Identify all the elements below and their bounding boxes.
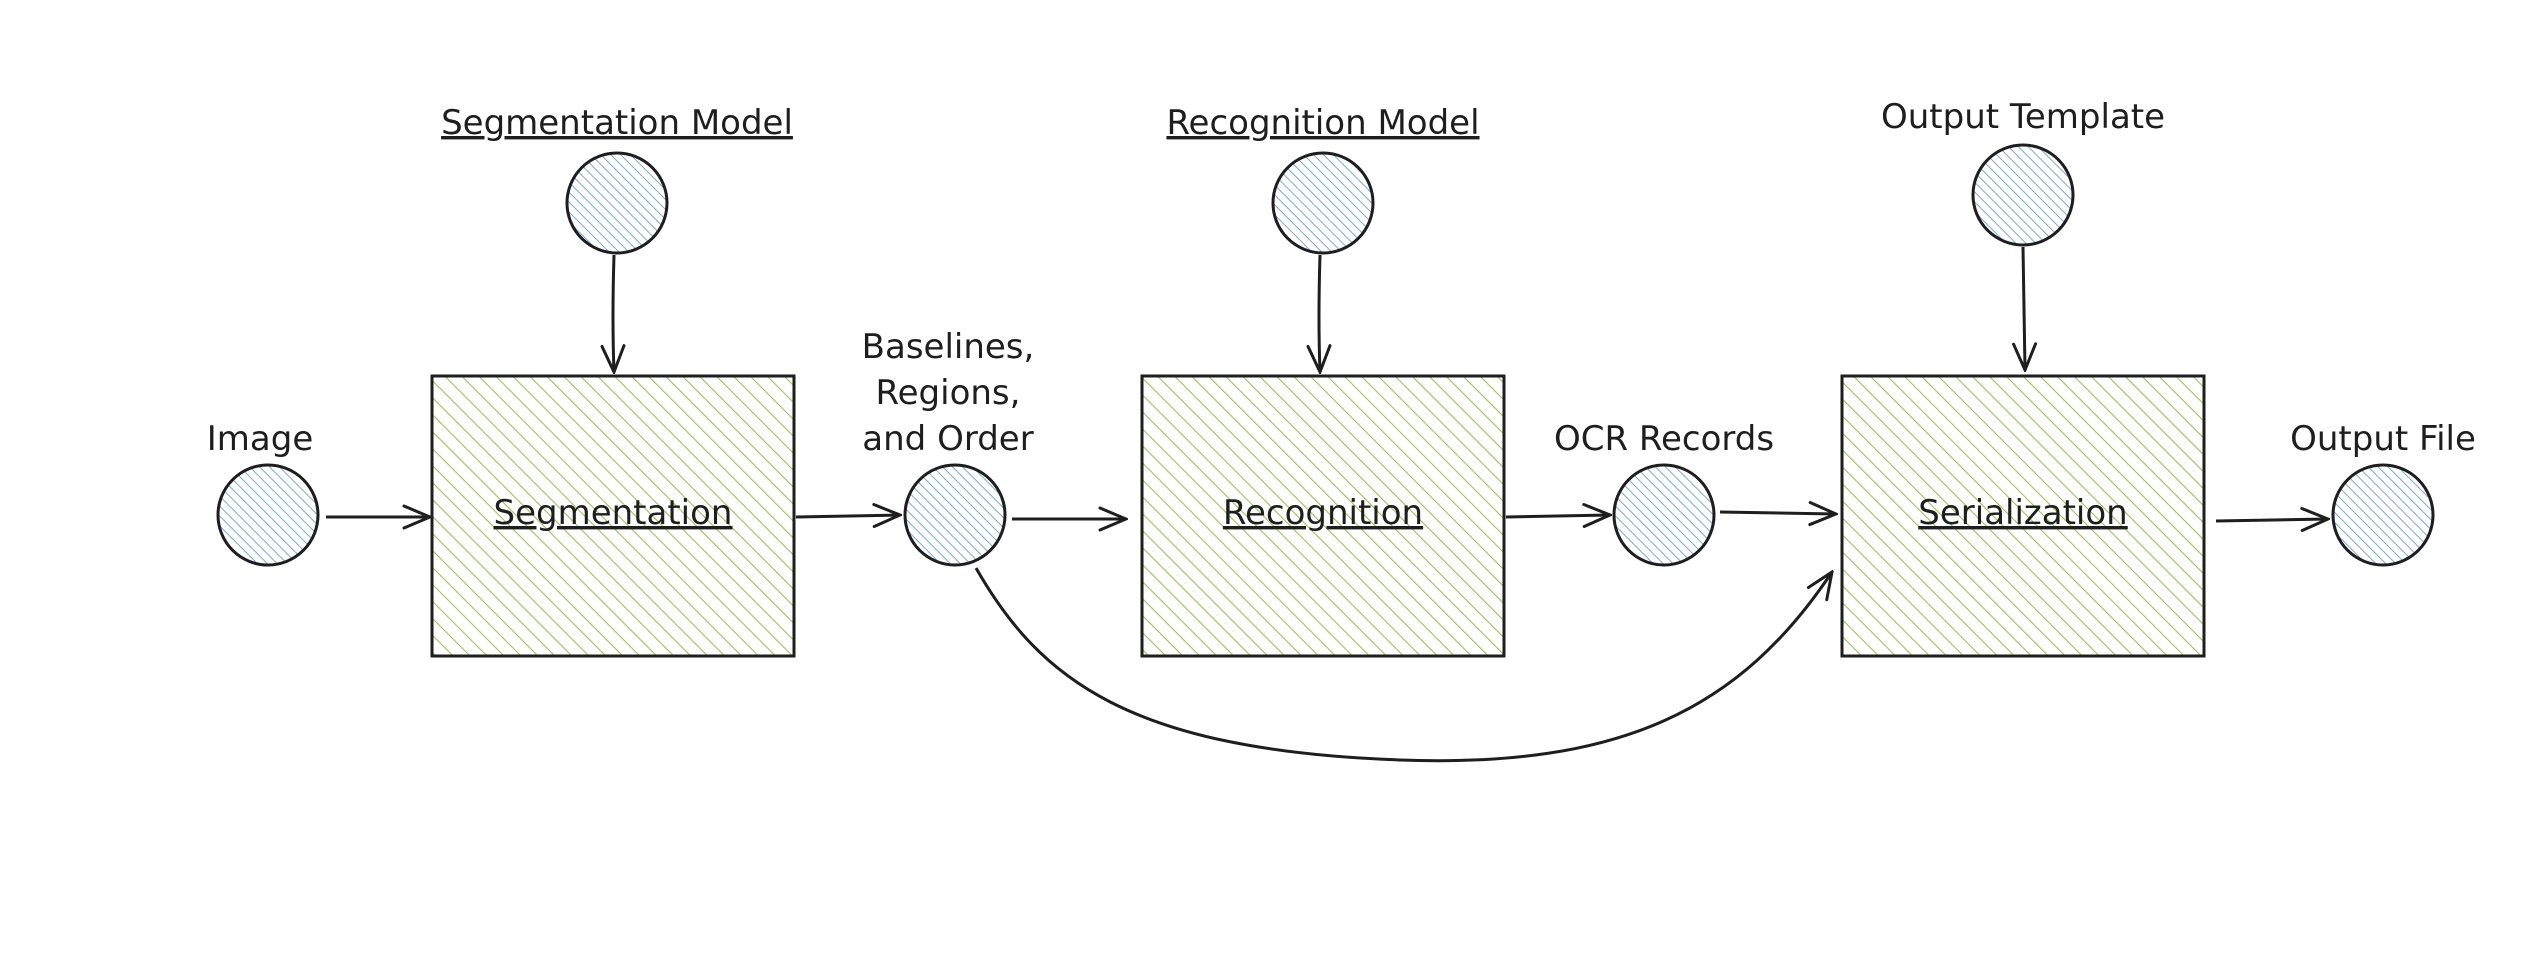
arrow-serialization-to-output-file [2215, 519, 2328, 521]
recognition-model-node [1271, 151, 1375, 255]
ocr-records-node [1612, 463, 1716, 567]
output-template-label: Output Template [1881, 97, 2165, 137]
intermediate-node [903, 463, 1007, 567]
arrow-recognition-to-ocr [1505, 515, 1610, 517]
recognition-box: Recognition [1140, 374, 1506, 658]
serialization-box: Serialization [1840, 374, 2206, 658]
output-file-node [2331, 463, 2435, 567]
segmentation-label: Segmentation [494, 493, 733, 533]
recognition-model-label: Recognition Model [1166, 103, 1479, 143]
arrow-template-to-serialization [2023, 246, 2025, 370]
recognition-label: Recognition [1223, 493, 1423, 533]
arrow-ocr-to-serialization [1719, 512, 1836, 514]
segmentation-model-node [565, 151, 669, 255]
intermediate-label-line1: Baselines, [862, 327, 1035, 367]
arrow-recmodel-to-recognition [1319, 254, 1320, 372]
serialization-label: Serialization [1918, 493, 2127, 533]
intermediate-label-line3: and Order [862, 419, 1033, 459]
segmentation-model-label: Segmentation Model [441, 103, 793, 143]
output-file-label: Output File [2290, 419, 2476, 459]
arrow-segmentation-to-intermediate [795, 515, 900, 517]
intermediate-label-line2: Regions, [876, 373, 1021, 413]
image-node [216, 463, 320, 567]
arrow-intermediate-to-serialization-curve [974, 567, 1832, 763]
image-label: Image [207, 419, 313, 459]
output-template-node [1971, 143, 2075, 247]
ocr-records-label: OCR Records [1554, 419, 1774, 459]
segmentation-box: Segmentation [430, 374, 796, 658]
arrow-segmodel-to-segmentation [613, 254, 614, 372]
